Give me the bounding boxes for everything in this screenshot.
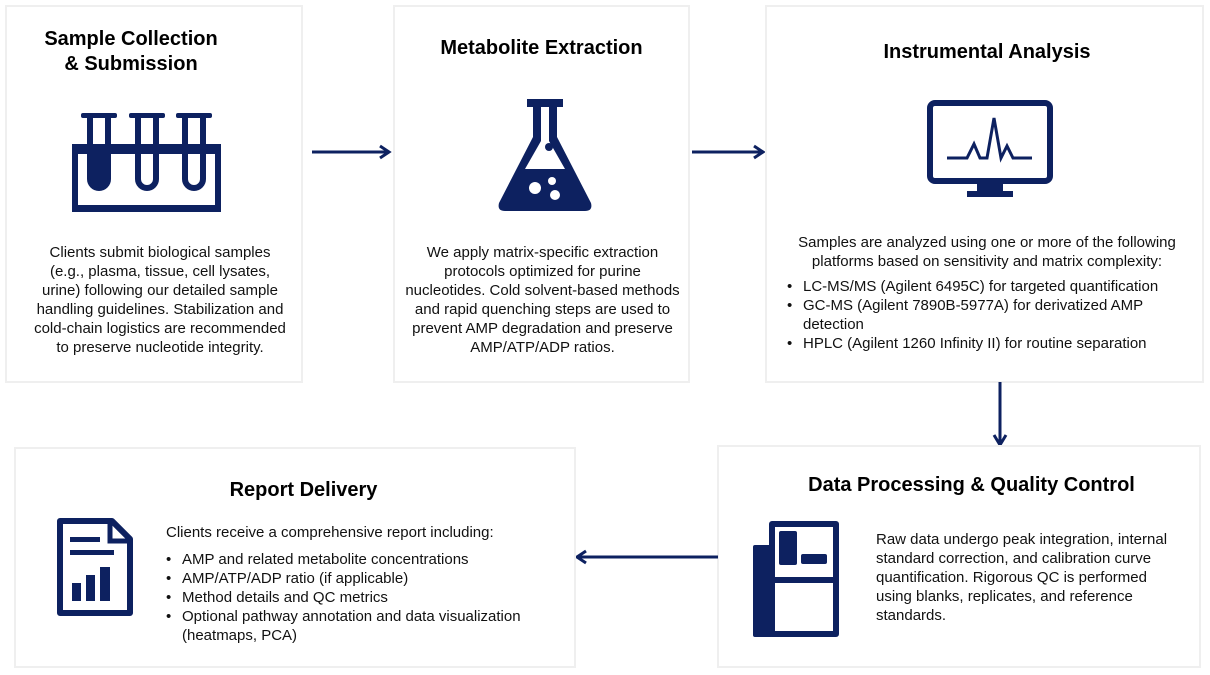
list-item: Method details and QC metrics: [166, 588, 566, 607]
flask-icon: [498, 99, 592, 211]
step-metabolite-extraction: Metabolite Extraction We apply matrix-sp…: [393, 5, 690, 383]
list-item: Optional pathway annotation and data vis…: [166, 607, 566, 645]
test-tubes-icon: [72, 113, 221, 212]
list-item: HPLC (Agilent 1260 Infinity II) for rout…: [787, 334, 1207, 353]
platform-list: LC-MS/MS (Agilent 6495C) for targeted qu…: [787, 277, 1207, 353]
step-title: Instrumental Analysis: [883, 41, 1091, 63]
step-title: Sample Collection & Submission: [7, 27, 255, 77]
title-line: & Submission: [64, 53, 198, 75]
arrow-left-icon: [574, 549, 718, 565]
step-description: Raw data undergo peak integration, inter…: [876, 531, 1168, 624]
step-intro: Samples are analyzed using one or more o…: [798, 234, 1176, 270]
step-report-delivery: Report Delivery Clients receive a compre…: [14, 447, 576, 668]
arrow-right-icon: [312, 144, 392, 160]
step-instrumental-analysis: Instrumental Analysis Samples are analyz…: [765, 5, 1204, 383]
list-item: GC-MS (Agilent 7890B-5977A) for derivati…: [787, 296, 1207, 334]
step-description: Clients submit biological samples (e.g.,…: [34, 244, 286, 356]
report-chart-icon: [57, 518, 133, 616]
list-item: LC-MS/MS (Agilent 6495C) for targeted qu…: [787, 277, 1207, 296]
step-sample-collection: Sample Collection & Submission Clients s…: [5, 5, 303, 383]
step-title: Metabolite Extraction: [440, 37, 643, 59]
instrument-icon: [753, 521, 839, 637]
list-item: AMP and related metabolite concentration…: [166, 550, 566, 569]
step-data-processing: Data Processing & Quality Control Raw da…: [717, 445, 1201, 668]
step-description: We apply matrix-specific extraction prot…: [405, 244, 680, 356]
monitor-chromatogram-icon: [927, 100, 1053, 197]
title-line: Sample Collection: [44, 28, 218, 50]
report-contents-list: AMP and related metabolite concentration…: [166, 550, 566, 645]
step-title: Report Delivery: [229, 479, 378, 501]
step-intro: Clients receive a comprehensive report i…: [166, 524, 494, 541]
arrow-right-icon: [692, 144, 766, 160]
step-title: Data Processing & Quality Control: [808, 474, 1135, 496]
arrow-down-icon: [992, 382, 1008, 448]
list-item: AMP/ATP/ADP ratio (if applicable): [166, 569, 566, 588]
